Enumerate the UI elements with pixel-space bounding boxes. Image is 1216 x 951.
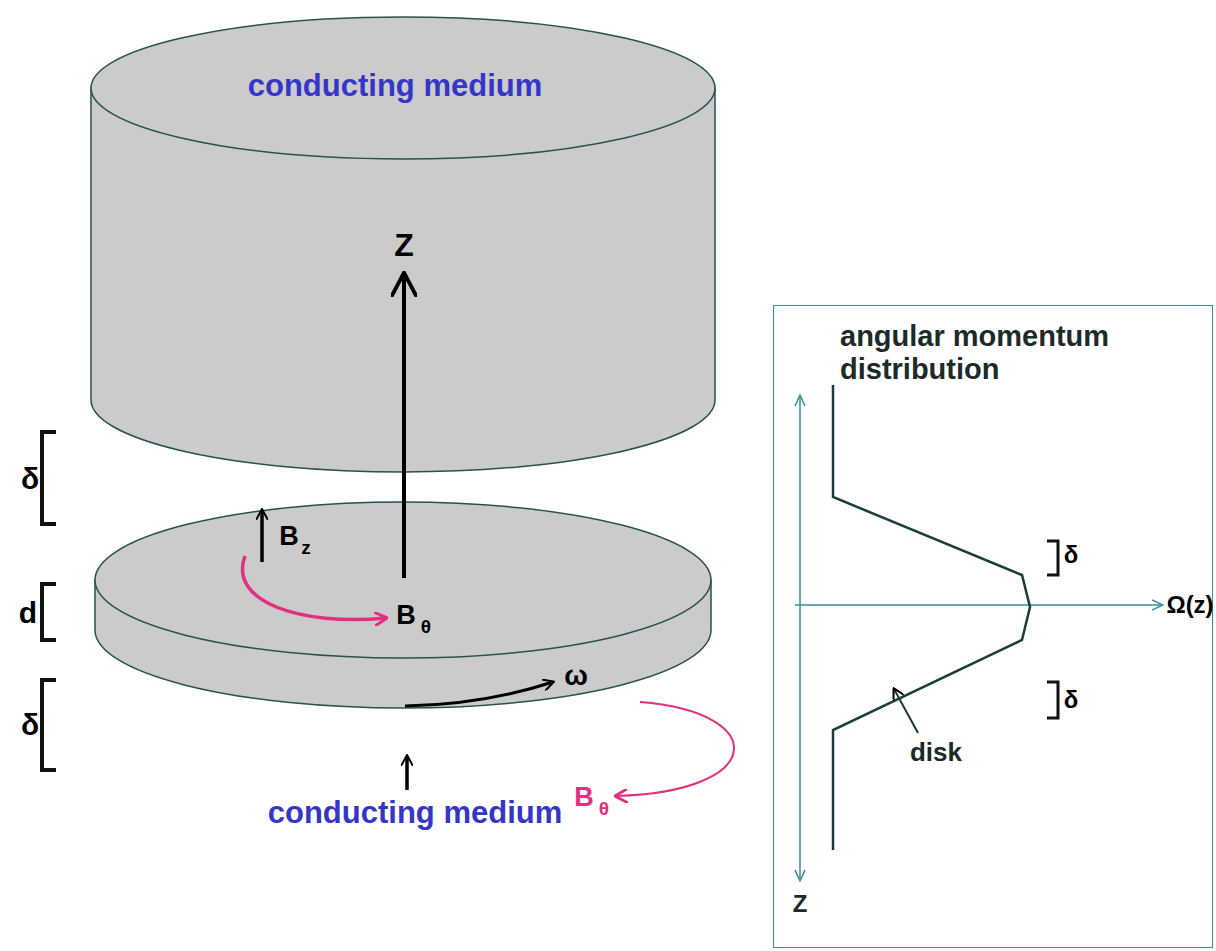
thickness-label: d bbox=[19, 596, 37, 629]
field-arrow bbox=[260, 510, 264, 562]
z-axis bbox=[799, 396, 801, 880]
gap-label: δ bbox=[1064, 687, 1079, 713]
bracket bbox=[42, 432, 56, 524]
bracket bbox=[1047, 541, 1058, 575]
rotation-arrow bbox=[405, 682, 553, 706]
cylinder-shape bbox=[90, 16, 716, 616]
omega-axis bbox=[795, 604, 1162, 606]
axis-label: Z bbox=[793, 891, 808, 917]
field-symbol: B bbox=[574, 783, 594, 813]
field-subscript: θ bbox=[599, 799, 609, 820]
field-subscript: θ bbox=[421, 617, 431, 638]
gap-label: δ bbox=[21, 462, 39, 495]
panel-heading: angular momentum distribution bbox=[840, 320, 1210, 387]
field-subscript: z bbox=[301, 538, 311, 559]
leader-arrow bbox=[894, 689, 918, 733]
bracket bbox=[42, 584, 56, 640]
field-arrow bbox=[405, 756, 409, 790]
axis-label: Ω(z) bbox=[1166, 592, 1213, 618]
bracket bbox=[42, 680, 56, 770]
axis-label: Z bbox=[394, 228, 414, 263]
field-symbol: B bbox=[396, 601, 416, 631]
medium-label: conducting medium bbox=[268, 796, 563, 830]
rotation-symbol: ω bbox=[564, 661, 588, 692]
bracket bbox=[1047, 682, 1058, 718]
medium-label: conducting medium bbox=[248, 68, 543, 104]
gap-label: δ bbox=[1064, 542, 1079, 568]
field-symbol: B bbox=[279, 522, 299, 552]
profile-line bbox=[833, 385, 1030, 850]
gap-label: δ bbox=[21, 708, 39, 741]
field-curve bbox=[242, 556, 386, 620]
field-curve bbox=[616, 702, 734, 796]
inset-panel: angular momentum distribution bbox=[773, 305, 1213, 948]
disk-label: disk bbox=[910, 738, 962, 767]
